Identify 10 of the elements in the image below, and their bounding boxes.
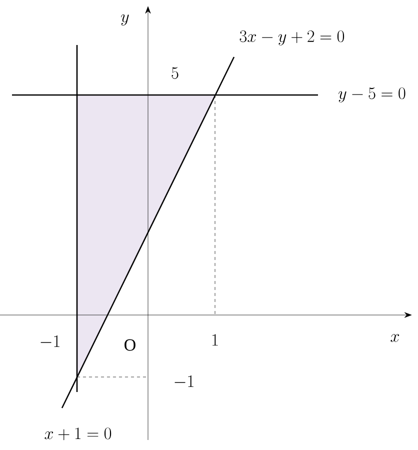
- axis-label: $x$: [390, 334, 400, 342]
- tick-label: $5$: [172, 67, 178, 79]
- tick-label: $-1$: [40, 335, 60, 347]
- origin-label: O: [124, 339, 136, 351]
- tick-label: $-1$: [174, 375, 194, 387]
- equation-label: $x+1=0$: [44, 428, 112, 440]
- equation-label: $3x-y+2=0$: [240, 30, 344, 46]
- equation-label: $y-5=0$: [338, 87, 406, 102]
- tick-label: $1$: [212, 334, 218, 346]
- axis-label: $y$: [121, 14, 129, 26]
